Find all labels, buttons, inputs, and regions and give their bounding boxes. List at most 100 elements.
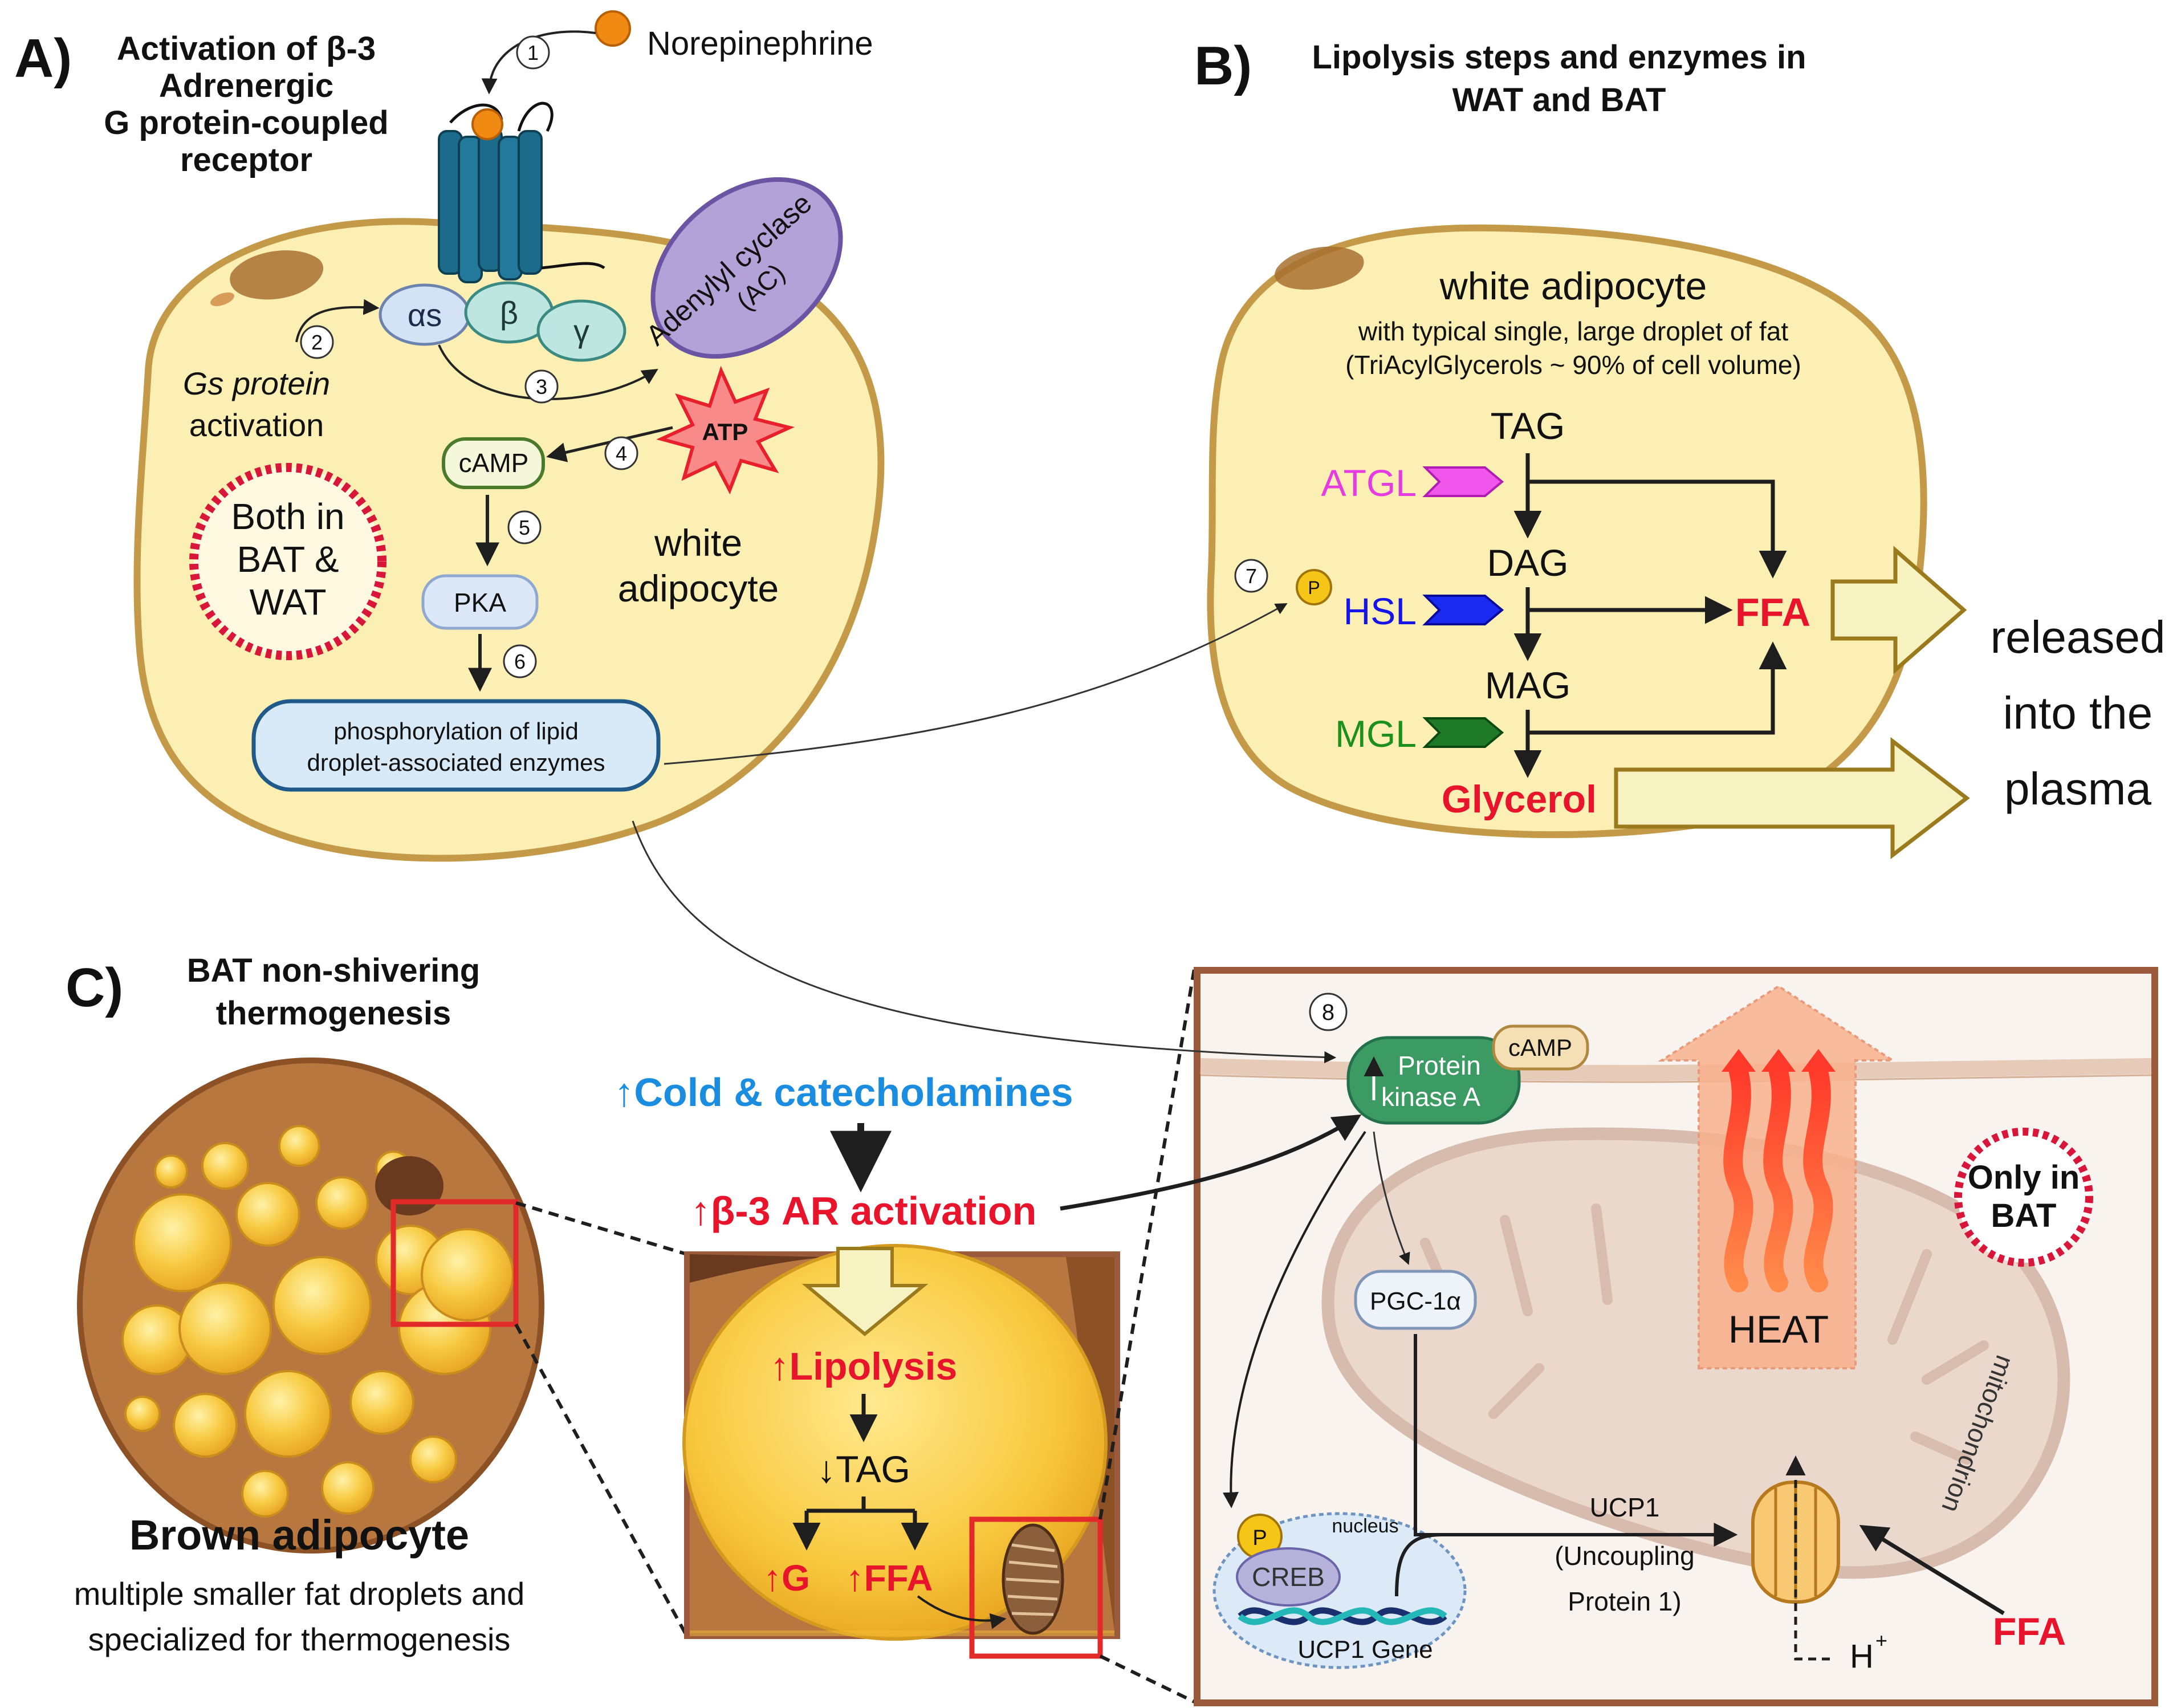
- hsl-arrow-icon: [1422, 595, 1504, 625]
- panel-b: B) Lipolysis steps and enzymes in WAT an…: [664, 35, 2166, 860]
- gs-activation-label: activation: [189, 407, 324, 443]
- step-5-label: 5: [519, 516, 530, 539]
- nucleus-shape-a: [230, 250, 324, 300]
- organelle-a: [210, 292, 234, 307]
- gene-to-ucp1-line: [1395, 1533, 1443, 1597]
- only-line-2: BAT: [1991, 1197, 2057, 1234]
- hsl-label: HSL: [1344, 590, 1417, 632]
- step-8-label: 8: [1322, 1000, 1334, 1025]
- protein-kinase-a-box: [1346, 1036, 1521, 1125]
- both-line-1: Both in: [231, 496, 344, 537]
- pgc1a-box: [1354, 1270, 1477, 1330]
- released-line-2: into the: [2003, 688, 2152, 738]
- dag-label: DAG: [1487, 542, 1568, 584]
- zoom-line-bottom: [514, 1323, 689, 1637]
- panel-b-title-line-2: WAT and BAT: [1452, 82, 1666, 119]
- ffa-release-arrow: [1830, 546, 1967, 674]
- white-adipocyte-label-2: adipocyte: [618, 567, 779, 609]
- creb-box: [1236, 1547, 1341, 1607]
- cell-subtitle-b-1: with typical single, large droplet of fa…: [1358, 316, 1789, 346]
- white-adipocyte-label-1: white: [654, 522, 742, 564]
- pka-line-2: kinase A: [1381, 1082, 1480, 1112]
- creb-label: CREB: [1252, 1562, 1325, 1592]
- norepinephrine-label: Norepinephrine: [647, 25, 873, 62]
- gamma-subunit: [536, 299, 626, 362]
- step-2-label: 2: [311, 331, 323, 354]
- tag-label: TAG: [1491, 405, 1565, 447]
- panel-a-title: Activation of β-3 Adrenergic G protein-c…: [104, 30, 388, 178]
- step-7-label: 7: [1246, 564, 1257, 588]
- beta3-receptor: [438, 101, 605, 283]
- step-6-label: 6: [514, 650, 526, 673]
- creb-phosphate-label: P: [1252, 1526, 1267, 1550]
- heat-label: HEAT: [1728, 1308, 1829, 1351]
- brown-adipocyte-sub-2: specialized for thermogenesis: [88, 1621, 511, 1657]
- ffa-increase-label: ↑FFA: [846, 1557, 933, 1599]
- glycerol-release-arrow: [1614, 737, 1970, 860]
- step-5-badge: [507, 510, 542, 544]
- only-in-bat-badge: [1954, 1128, 2093, 1267]
- phosphorylation-line-1: phosphorylation of lipid: [333, 718, 579, 745]
- step-4-badge: [604, 436, 638, 470]
- b3-to-pka-arrow: [1060, 1114, 1362, 1211]
- pgc1a-label: PGC-1α: [1370, 1287, 1461, 1315]
- panel-a-title-line: G protein-coupled: [104, 104, 388, 141]
- panel-b-letter: B): [1194, 35, 1252, 96]
- released-line-1: released: [1991, 612, 2166, 662]
- phosphorylation-box: [251, 699, 661, 792]
- panel-c-title-line-2: thermogenesis: [216, 995, 451, 1032]
- step-1-label: 1: [527, 41, 539, 64]
- camp-box-c: [1492, 1024, 1589, 1071]
- hsl-phosphate-label: P: [1308, 578, 1320, 598]
- gamma-label: γ: [573, 313, 589, 349]
- lipolysis-label: ↑Lipolysis: [770, 1345, 958, 1388]
- brown-adipocyte-cell: [77, 1058, 544, 1554]
- ffa-label-c: FFA: [1993, 1610, 2066, 1653]
- pka-to-pgc1a-arrow: [1373, 1131, 1410, 1265]
- camp-label-a: cAMP: [459, 448, 529, 478]
- both-line-2: BAT &: [237, 539, 339, 580]
- adenylyl-cyclase: Adenylyl cyclase (AC): [640, 177, 843, 359]
- gs-protein-label: Gs protein: [183, 365, 330, 401]
- both-line-3: WAT: [249, 581, 326, 623]
- step-3-label: 3: [536, 375, 547, 398]
- both-in-bat-wat-badge: [189, 463, 386, 660]
- panel-c-title-line-1: BAT non-shivering: [187, 952, 480, 989]
- cold-catecholamines-label: ↑Cold & catecholamines: [614, 1070, 1073, 1115]
- tag-decrease-label: ↓TAG: [817, 1448, 910, 1490]
- hsl-phosphate-badge: [1296, 569, 1332, 605]
- mitochondrion-small-icon: [1002, 1523, 1064, 1635]
- step-7-badge: [1234, 559, 1268, 593]
- dna-helix: [1238, 1607, 1447, 1625]
- pka-line-1: Protein: [1398, 1051, 1481, 1080]
- b3-ar-activation-label: ↑β-3 AR activation: [691, 1189, 1037, 1233]
- zoom-line-right-bottom: [1099, 1654, 1195, 1703]
- norepinephrine-ball: [595, 10, 631, 47]
- proton-leak-arrow: [1785, 1455, 1830, 1661]
- heat-waves: [1723, 1062, 1833, 1292]
- pka-to-creb-arrow: [1222, 1130, 1366, 1508]
- beta-label: β: [500, 295, 518, 331]
- atp-starburst: [656, 365, 795, 495]
- mitochondrion-zoom-box: [969, 1516, 1103, 1659]
- mag-label: MAG: [1485, 664, 1570, 706]
- step-3-badge: [524, 369, 559, 404]
- panel-a-title-line: Adrenergic: [159, 67, 333, 104]
- plasma-membrane: [1200, 1058, 2152, 1081]
- panel-a-letter: A): [14, 28, 72, 89]
- panel-a: A) Activation of β-3 Adrenergic G protei…: [14, 10, 885, 862]
- step-4-label: 4: [616, 442, 627, 465]
- g-increase-label: ↑G: [763, 1557, 810, 1599]
- phosphorylation-to-pka-arrow: [632, 820, 1337, 1063]
- h-plus-sup: +: [1875, 1629, 1887, 1652]
- pka-box-a: [421, 574, 539, 630]
- brown-adipocyte-title: Brown adipocyte: [129, 1511, 469, 1559]
- nucleus-label: nucleus: [1332, 1515, 1398, 1537]
- ucp1-line-1: UCP1: [1590, 1493, 1660, 1522]
- heat-arrowheads: [1722, 1049, 1836, 1072]
- ffa-label-b: FFA: [1735, 590, 1810, 635]
- alpha-s-label: αs: [408, 297, 442, 333]
- glycerol-label: Glycerol: [1442, 778, 1597, 821]
- brown-adipocyte-zoom-box: [390, 1199, 519, 1327]
